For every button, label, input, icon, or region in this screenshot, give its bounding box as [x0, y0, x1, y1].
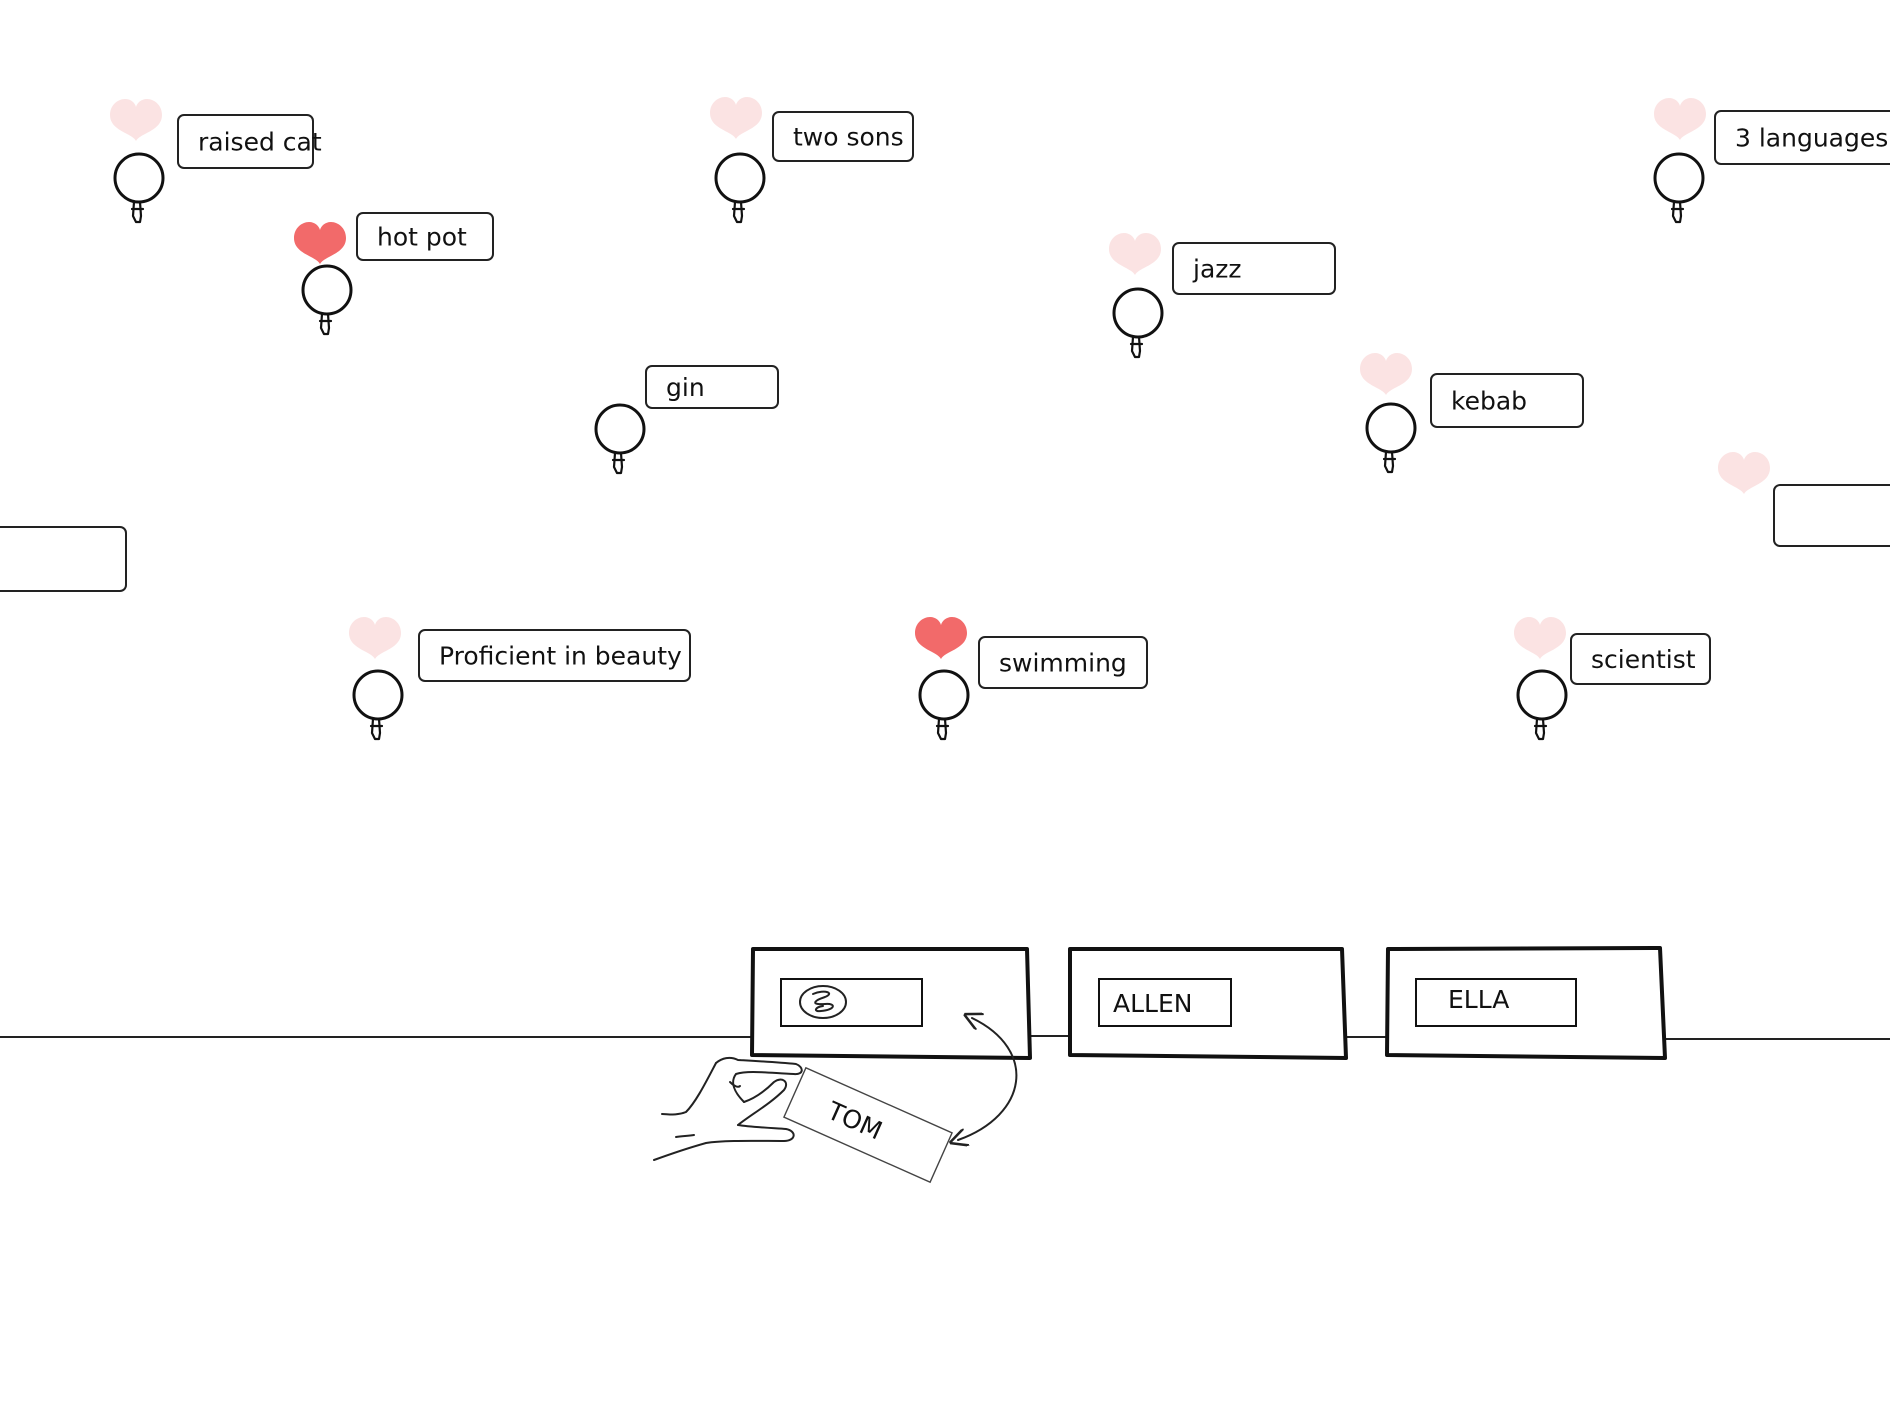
interest-label-box[interactable]: [0, 526, 127, 592]
name-slot-2-label: ALLEN: [1113, 989, 1192, 1018]
name-slot-2[interactable]: ALLEN: [1068, 947, 1348, 1060]
interest-label: 3 languages: [1735, 124, 1888, 153]
interest-label-box[interactable]: [1430, 373, 1584, 428]
heart-icon[interactable]: [349, 617, 401, 659]
hand-icon: [653, 1056, 803, 1161]
baseline: [0, 1035, 1890, 1040]
pin-icon: [714, 152, 766, 224]
interest-label: gin: [666, 373, 705, 402]
interest-label: Proficient in beauty: [439, 642, 682, 671]
name-slot-2-field[interactable]: [1098, 978, 1232, 1027]
pin-icon: [1365, 402, 1417, 474]
heart-icon[interactable]: [915, 617, 967, 659]
interest-item[interactable]: kebab: [1360, 353, 1584, 474]
interest-label-box[interactable]: [418, 629, 691, 682]
heart-icon[interactable]: [1360, 353, 1412, 395]
interest-item[interactable]: [0, 526, 127, 592]
interest-item[interactable]: jazz: [1109, 233, 1336, 359]
heart-icon[interactable]: [1654, 98, 1706, 140]
interest-item[interactable]: two sons: [710, 97, 914, 224]
interest-item[interactable]: [1718, 452, 1890, 547]
interest-label: raised cat: [198, 128, 322, 157]
scribble-icon: [799, 985, 847, 1019]
interest-label-box[interactable]: [772, 111, 914, 162]
interest-label-box[interactable]: [645, 365, 779, 409]
pin-icon: [594, 403, 646, 475]
pin-icon: [1653, 152, 1705, 224]
interest-label-box[interactable]: [978, 636, 1148, 689]
interest-item[interactable]: 3 languages: [1653, 98, 1890, 224]
interest-label-box[interactable]: [356, 212, 494, 261]
pin-icon: [301, 264, 353, 336]
heart-icon[interactable]: [1109, 233, 1161, 275]
name-slot-3[interactable]: ELLA: [1385, 946, 1667, 1060]
interest-label-box[interactable]: [1714, 110, 1890, 165]
interest-item[interactable]: scientist: [1514, 617, 1711, 741]
interest-item[interactable]: hot pot: [294, 212, 494, 336]
interest-label: swimming: [999, 649, 1127, 678]
pin-icon: [352, 669, 404, 741]
interest-label: jazz: [1192, 255, 1242, 284]
interest-item[interactable]: gin: [594, 365, 779, 475]
interest-items: raised cat two sons 3 languages hot pot jazz…: [0, 97, 1890, 741]
interest-label-box[interactable]: [1172, 242, 1336, 295]
heart-icon[interactable]: [110, 99, 162, 141]
move-arrow: [958, 1018, 1018, 1140]
heart-icon[interactable]: [1718, 452, 1770, 494]
heart-icon[interactable]: [710, 97, 762, 139]
name-slot-1-field[interactable]: [780, 978, 923, 1027]
interest-label: scientist: [1591, 645, 1696, 674]
pin-icon: [1516, 669, 1568, 741]
interest-label: two sons: [793, 123, 904, 152]
interest-item[interactable]: Proficient in beauty: [349, 617, 691, 741]
interest-item[interactable]: raised cat: [110, 99, 322, 224]
interest-label-box[interactable]: [1773, 484, 1890, 547]
interest-item[interactable]: swimming: [915, 617, 1148, 741]
interest-label: kebab: [1451, 387, 1527, 416]
heart-icon[interactable]: [294, 222, 346, 264]
drag-name-card[interactable]: TOM: [783, 1066, 953, 1184]
interest-label: hot pot: [377, 223, 467, 252]
name-slot-3-field[interactable]: [1415, 978, 1577, 1027]
interest-label-box[interactable]: [177, 114, 314, 169]
pin-icon: [918, 669, 970, 741]
heart-icon[interactable]: [1514, 617, 1566, 659]
pin-icon: [1112, 287, 1164, 359]
name-slot-3-label: ELLA: [1448, 985, 1509, 1014]
interest-label-box[interactable]: [1570, 633, 1711, 685]
pin-icon: [113, 152, 165, 224]
name-slot-1[interactable]: [750, 947, 1032, 1060]
